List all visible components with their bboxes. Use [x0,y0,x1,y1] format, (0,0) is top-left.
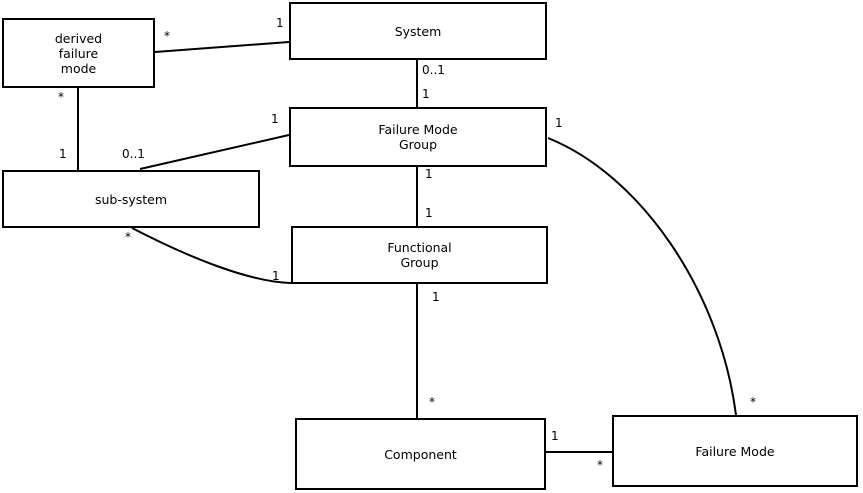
multiplicity-label-m-fmg-sub-one: 1 [271,112,279,126]
connector-failure-mode-group--failure-mode [547,137,737,416]
multiplicity-label-m-dfm-sub-star: * [58,90,64,104]
class-box-sub-system[interactable]: sub-system [2,170,260,228]
multiplicity-label-m-fmg-fg-one: 1 [425,167,433,181]
class-name-system: System [394,23,442,39]
multiplicity-label-m-sub-fmg-zeroone: 0..1 [122,147,145,161]
class-box-functional-group[interactable]: Functional Group [291,226,548,284]
multiplicity-label-m-comp-fg-star: * [429,395,435,409]
class-name-failure-mode-group: Failure Mode Group [378,122,458,152]
class-name-component: Component [384,446,457,462]
multiplicity-label-m-dfm-system-star: * [164,29,170,43]
class-name-failure-mode: Failure Mode [695,443,775,459]
multiplicity-label-m-fmg-system-one: 1 [422,87,430,101]
multiplicity-label-m-system-fmg-zeroone: 0..1 [422,63,445,77]
class-box-system[interactable]: System [289,2,547,60]
multiplicity-label-m-sub-dfm-one: 1 [59,147,67,161]
multiplicity-label-m-fg-fmg-one: 1 [425,206,433,220]
class-box-failure-mode[interactable]: Failure Mode [612,415,858,487]
multiplicity-label-m-fg-sub-one: 1 [272,269,280,283]
class-box-failure-mode-group[interactable]: Failure Mode Group [289,107,547,167]
class-name-functional-group: Functional Group [387,240,452,270]
connector-derived-failure-mode--system [154,41,290,53]
class-box-derived-failure-mode[interactable]: derived failure mode [2,18,155,88]
multiplicity-label-m-fg-comp-one: 1 [432,290,440,304]
connector-sub-system--failure-mode-group [139,134,290,170]
multiplicity-label-m-fm-fmg-star: * [750,395,756,409]
class-name-derived-failure-mode: derived failure mode [54,30,103,76]
multiplicity-label-m-system-dfm-one: 1 [276,16,284,30]
multiplicity-label-m-fm-comp-star: * [597,458,603,472]
multiplicity-label-m-sub-fg-star: * [125,230,131,244]
class-name-sub-system: sub-system [94,191,168,207]
multiplicity-label-m-comp-fm-one: 1 [551,429,559,443]
multiplicity-label-m-fmg-fm-one: 1 [555,116,563,130]
connector-sub-system--functional-group [131,227,292,284]
class-box-component[interactable]: Component [295,418,546,490]
